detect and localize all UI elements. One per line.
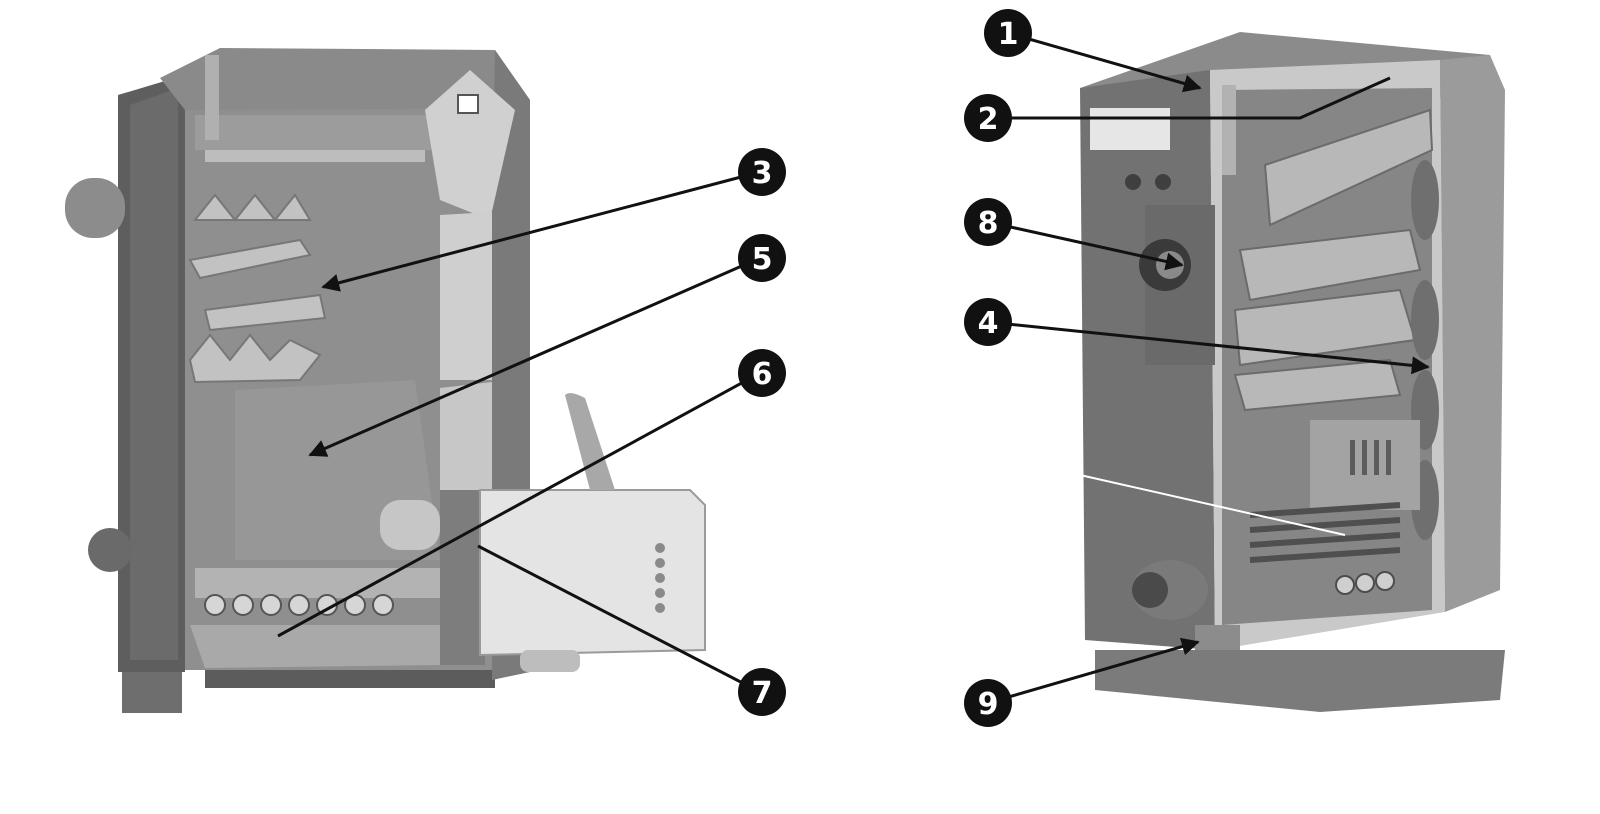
left-heat-exchanger bbox=[188, 193, 327, 384]
baffle-row-2 bbox=[188, 238, 312, 280]
callout-7-label: 7 bbox=[752, 676, 773, 711]
exchanger-plate-4 bbox=[1233, 358, 1402, 412]
left-boiler-base bbox=[205, 670, 495, 688]
leader-5 bbox=[308, 256, 761, 457]
left-boiler-top-vertical-pipe bbox=[205, 55, 219, 140]
left-boiler-top bbox=[160, 48, 530, 110]
right-drain-valve bbox=[1195, 625, 1240, 650]
leader-6 bbox=[277, 371, 761, 638]
left-boiler-flue-window bbox=[457, 94, 479, 114]
right-grate bbox=[1249, 502, 1401, 563]
leader-9 bbox=[987, 637, 1200, 705]
callout-5-label: 5 bbox=[752, 242, 773, 277]
exchanger-plate-2 bbox=[1238, 228, 1422, 302]
callout-4: 4 bbox=[964, 298, 1012, 346]
right-boiler-label-plate bbox=[1090, 108, 1170, 150]
burner-tube bbox=[380, 500, 440, 550]
right-air-slots bbox=[1350, 440, 1391, 475]
burner-status-lights bbox=[655, 543, 665, 613]
callout-8: 8 bbox=[964, 198, 1012, 246]
callout-2-label: 2 bbox=[978, 102, 999, 137]
left-boiler bbox=[65, 48, 706, 713]
right-boiler-outer-casing bbox=[1440, 55, 1505, 612]
callout-3-label: 3 bbox=[752, 156, 773, 191]
right-fan bbox=[1132, 560, 1208, 620]
leader-lines bbox=[277, 31, 1430, 705]
right-return-pipes bbox=[1335, 571, 1395, 595]
left-insulation-lower bbox=[440, 382, 492, 495]
callout-4-label: 4 bbox=[978, 306, 999, 341]
callout-2: 2 bbox=[964, 94, 1012, 142]
right-nozzle-1 bbox=[1125, 174, 1141, 190]
left-boiler-top-pipe bbox=[205, 150, 425, 162]
right-water-jacket bbox=[1411, 160, 1439, 540]
exchanger-plate-1 bbox=[1263, 108, 1434, 227]
right-boiler-base bbox=[1095, 650, 1505, 712]
left-insulation-upper bbox=[440, 212, 492, 380]
right-flue-pipe bbox=[1222, 85, 1236, 175]
callout-6-label: 6 bbox=[752, 357, 773, 392]
callout-1: 1 bbox=[984, 9, 1032, 57]
callout-3: 3 bbox=[738, 148, 786, 196]
leader-2 bbox=[988, 76, 1391, 120]
callout-1-label: 1 bbox=[998, 17, 1019, 52]
baffle-row-1 bbox=[192, 193, 312, 222]
right-nozzle-2 bbox=[1155, 174, 1171, 190]
pellet-burner bbox=[479, 489, 706, 657]
burner-door-frame bbox=[440, 490, 485, 665]
left-flue-pipe-stub bbox=[65, 178, 125, 238]
callout-6: 6 bbox=[738, 349, 786, 397]
left-ash-grate bbox=[195, 568, 445, 598]
callout-7: 7 bbox=[738, 668, 786, 716]
left-ash-pan bbox=[190, 625, 445, 668]
leader-8 bbox=[987, 220, 1184, 271]
left-return-pipes bbox=[204, 594, 394, 616]
left-boiler-side-panel-inner bbox=[130, 88, 178, 660]
leader-4 bbox=[987, 320, 1430, 375]
baffle-row-4 bbox=[188, 333, 322, 384]
burner-feed-pipe bbox=[565, 393, 615, 490]
left-fan-motor bbox=[88, 528, 132, 572]
leader-7 bbox=[477, 544, 761, 694]
callout-5: 5 bbox=[738, 234, 786, 282]
burner-motor bbox=[520, 650, 580, 672]
left-boiler-front-leg bbox=[122, 665, 182, 713]
leader-3 bbox=[321, 170, 761, 292]
leader-1 bbox=[1007, 31, 1202, 93]
callout-9-label: 9 bbox=[978, 687, 999, 722]
right-heat-exchanger bbox=[1233, 108, 1434, 412]
callout-9: 9 bbox=[964, 679, 1012, 727]
callout-8-label: 8 bbox=[978, 206, 999, 241]
right-boiler bbox=[1080, 32, 1505, 712]
baffle-row-3 bbox=[203, 293, 327, 332]
left-boiler-flue-collar bbox=[425, 70, 515, 220]
reference-line bbox=[1079, 474, 1346, 536]
